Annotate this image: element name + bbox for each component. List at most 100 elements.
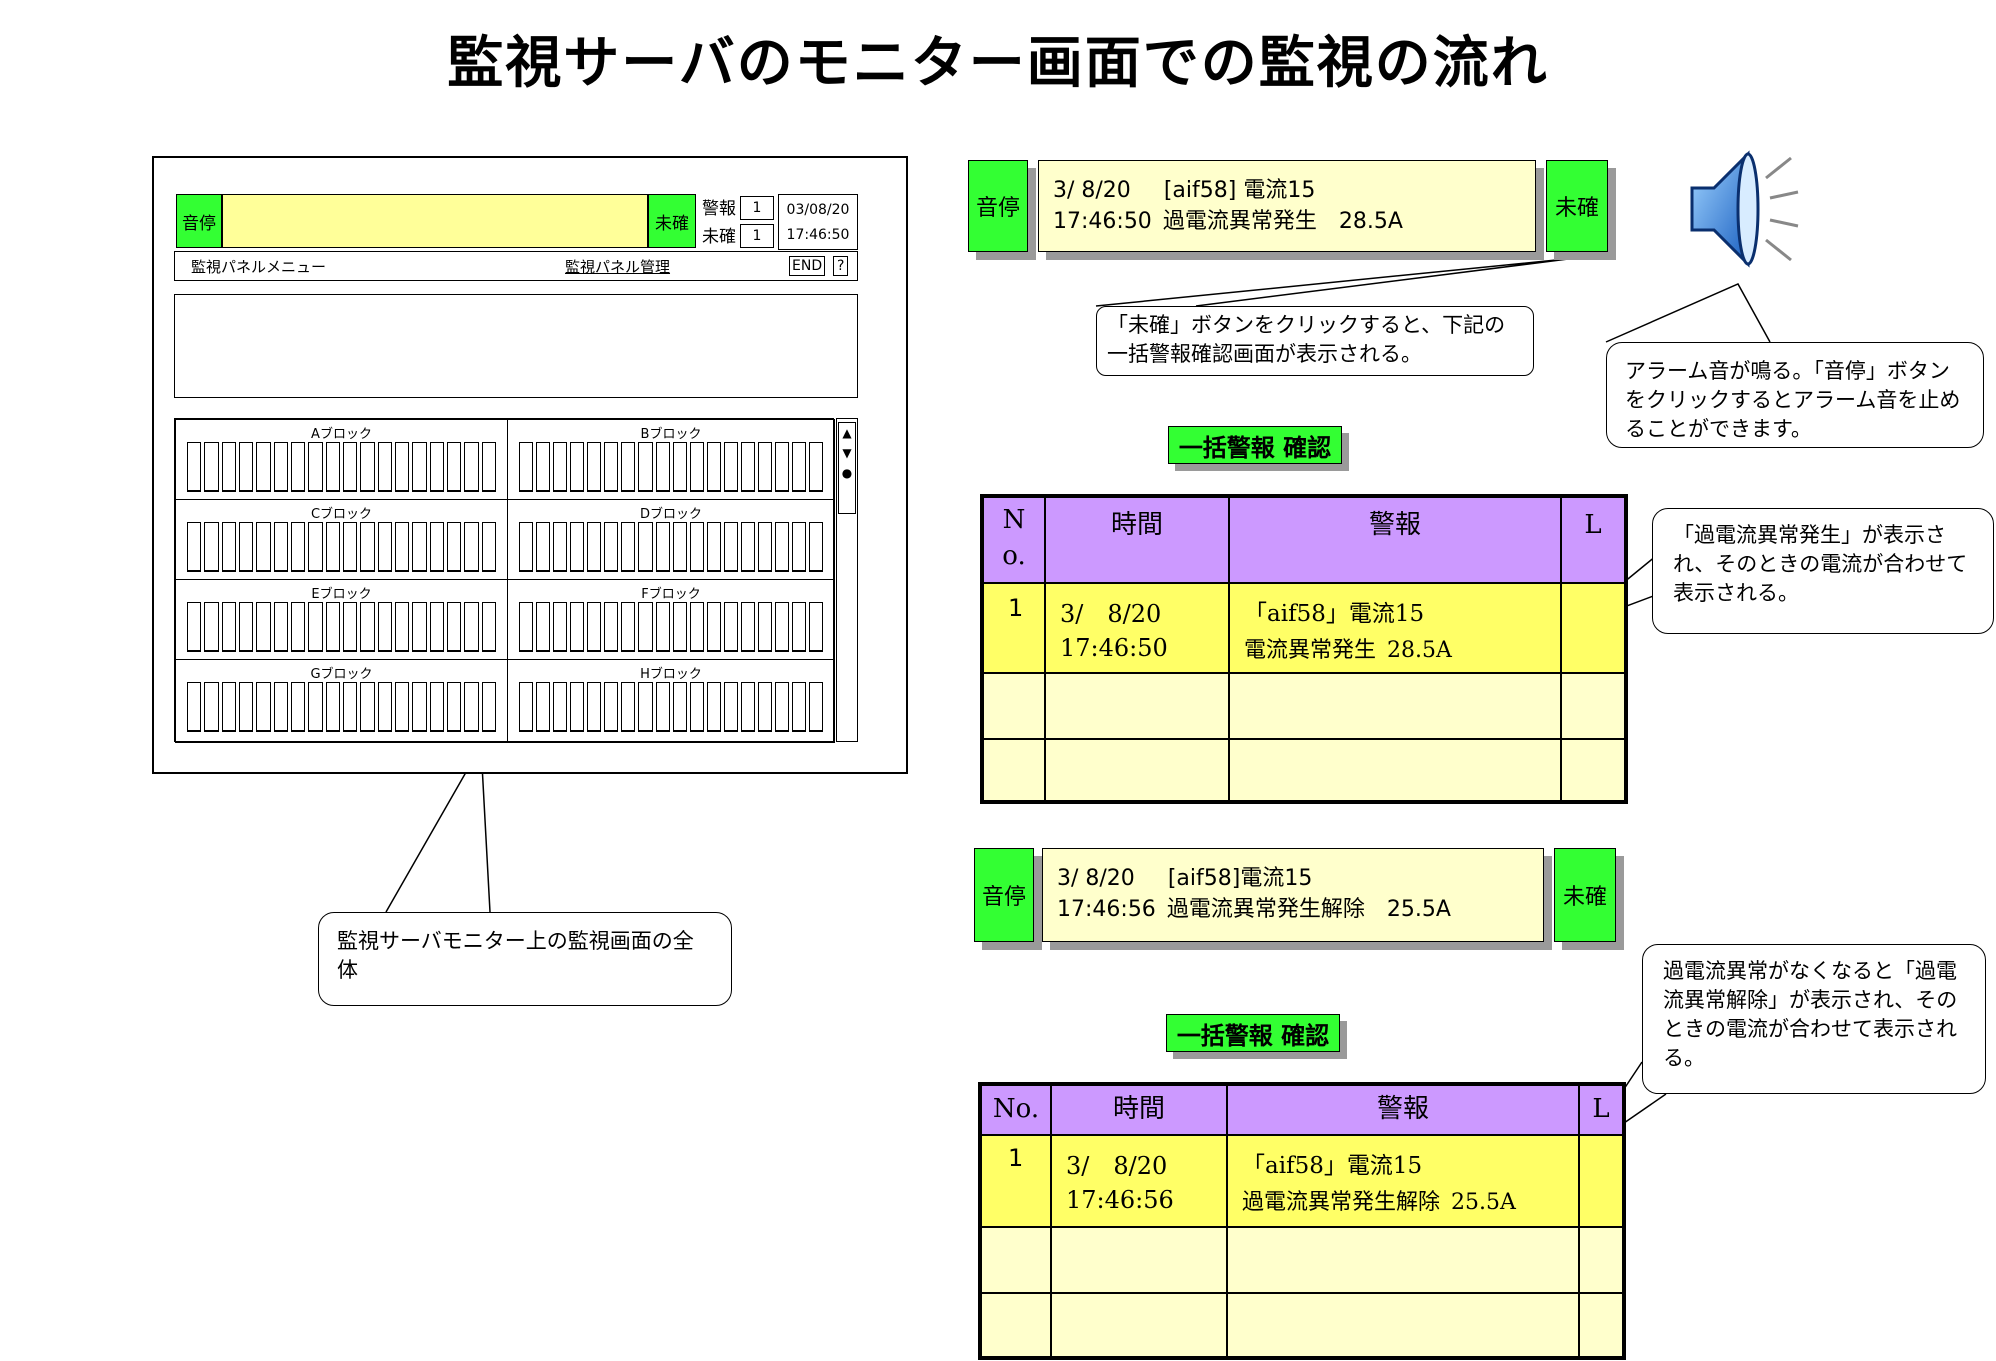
point-indicator: [757, 682, 772, 732]
point-indicator: [464, 522, 479, 572]
row-alarm-cell: 「aif58」電流15 過電流異常発生解除 25.5A: [1228, 1136, 1580, 1228]
point-indicator: [464, 602, 479, 652]
point-indicator: [706, 682, 721, 732]
row-time-cell: 3/ 8/20 17:46:50: [1046, 584, 1230, 674]
point-indicator: [604, 442, 619, 492]
mute-button[interactable]: 音停: [176, 194, 222, 248]
point-indicator: [273, 522, 288, 572]
point-indicator: [774, 522, 789, 572]
point-indicator: [273, 442, 288, 492]
block-title: Eブロック: [311, 587, 372, 602]
empty-cell: [1046, 674, 1230, 740]
bulk-confirm-label[interactable]: 一括警報 確認: [1166, 1014, 1340, 1052]
point-indicator: [809, 442, 824, 492]
point-indicator: [621, 442, 636, 492]
unconfirmed-button[interactable]: 未確: [1546, 160, 1608, 252]
point-indicator: [204, 602, 219, 652]
point-indicator: [308, 682, 323, 732]
point-indicator: [519, 442, 534, 492]
bulk-confirm-label[interactable]: 一括警報 確認: [1168, 426, 1342, 464]
block-f[interactable]: Fブロック: [507, 579, 835, 660]
unconfirmed-button[interactable]: 未確: [1554, 848, 1616, 942]
point-indicator: [706, 442, 721, 492]
scroll-up-icon[interactable]: ▲: [842, 426, 852, 440]
point-indicator: [553, 442, 568, 492]
block-c[interactable]: Cブロック: [175, 499, 508, 580]
block-d[interactable]: Dブロック: [507, 499, 835, 580]
scroll-down-icon[interactable]: ▼: [842, 446, 852, 460]
panel-menu-link[interactable]: 監視パネルメニュー: [191, 258, 327, 276]
alarm-label: 警報: [702, 199, 736, 219]
point-indicator: [792, 522, 807, 572]
alarm-bar: 3/ 8/20 [aif58]電流15 17:46:56 過電流異常発生解除 2…: [1042, 848, 1544, 942]
block-e[interactable]: Eブロック: [175, 579, 508, 660]
point-indicator: [792, 682, 807, 732]
callout-alarm-sound: アラーム音が鳴る。「音停」ボタンをクリックするとアラーム音を止めることができます…: [1606, 342, 1984, 448]
point-indicator: [740, 442, 755, 492]
empty-cell: [984, 740, 1046, 800]
callout-overcurrent-shown: 「過電流異常発生」が表示され、そのときの電流が合わせて表示される。: [1652, 508, 1994, 634]
point-indicator: [429, 602, 444, 652]
date-text: 03/08/20: [786, 202, 850, 218]
header-time: 時間: [1046, 498, 1230, 584]
point-indicator: [792, 442, 807, 492]
empty-cell: [1228, 1294, 1580, 1356]
empty-cell: [1580, 1228, 1622, 1294]
alarm-message-bar: [222, 194, 648, 248]
block-bars: [519, 682, 824, 732]
row-no-cell: 1: [984, 584, 1046, 674]
scroll-thumb-icon[interactable]: ●: [841, 466, 853, 480]
block-title: Dブロック: [639, 507, 702, 522]
empty-cell: [1052, 1228, 1228, 1294]
point-indicator: [238, 602, 254, 652]
point-indicator: [723, 682, 738, 732]
point-indicator: [536, 522, 551, 572]
point-indicator: [519, 602, 534, 652]
point-indicator: [187, 602, 202, 652]
empty-cell: [1562, 674, 1624, 740]
alarm-date: 3/ 8/20: [1057, 866, 1135, 891]
row-no: 1: [1008, 594, 1024, 622]
header-time: 時間: [1052, 1086, 1228, 1136]
row-time: 17:46:56: [1066, 1186, 1174, 1214]
alarm-time: 17:46:50: [1053, 209, 1152, 234]
point-indicator: [689, 522, 704, 572]
point-indicator: [604, 522, 619, 572]
block-a[interactable]: Aブロック: [175, 419, 508, 500]
empty-cell: [1046, 740, 1230, 800]
point-indicator: [394, 602, 410, 652]
point-indicator: [204, 682, 219, 732]
end-button[interactable]: END: [789, 256, 826, 276]
point-indicator: [723, 522, 738, 572]
scroll-controls: ▲ ▼ ●: [838, 422, 856, 514]
panel-admin-link[interactable]: 監視パネル管理: [565, 258, 671, 276]
point-indicator: [757, 522, 772, 572]
row-date: 3/ 8/20: [1066, 1152, 1168, 1180]
point-indicator: [536, 682, 551, 732]
point-indicator: [740, 602, 755, 652]
row-time: 17:46:50: [1060, 634, 1168, 662]
unconfirmed-button[interactable]: 未確: [648, 194, 696, 248]
block-bars: [519, 442, 824, 492]
point-indicator: [774, 682, 789, 732]
empty-cell: [1230, 740, 1562, 800]
header-alarm: 警報: [1230, 498, 1562, 584]
block-h[interactable]: Hブロック: [507, 659, 835, 743]
point-indicator: [689, 682, 704, 732]
unconfirmed-count: 1: [740, 224, 774, 248]
point-indicator: [187, 682, 202, 732]
mute-button[interactable]: 音停: [974, 848, 1034, 942]
mute-button[interactable]: 音停: [968, 160, 1028, 252]
point-indicator: [273, 682, 288, 732]
point-indicator: [325, 442, 340, 492]
alarm-count: 1: [740, 196, 774, 220]
point-indicator: [446, 442, 462, 492]
help-button[interactable]: ?: [833, 256, 849, 276]
block-b[interactable]: Bブロック: [507, 419, 835, 500]
point-indicator: [394, 442, 410, 492]
block-bars: [519, 522, 824, 572]
callout-monitor-overall: 監視サーバモニター上の監視画面の全体: [318, 912, 732, 1006]
row-msg: 過電流異常発生解除: [1242, 1190, 1441, 1215]
point-indicator: [377, 522, 392, 572]
block-g[interactable]: Gブロック: [175, 659, 508, 743]
